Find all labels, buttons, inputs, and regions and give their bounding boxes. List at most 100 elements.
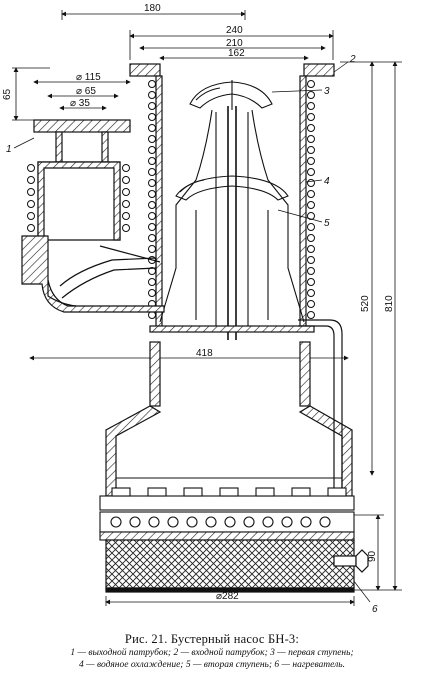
heater-fin [327,487,347,497]
coil-turn [148,157,156,165]
right-dimensions [340,61,402,591]
dim-210: 210 [226,38,243,49]
heater-coil [224,516,236,528]
dim-d35: ⌀ 35 [70,98,90,109]
coil-turn [148,91,156,99]
dim-520: 520 [360,295,371,312]
coil-turn [27,176,35,184]
coil-turn [148,190,156,198]
coil-turn [307,278,315,286]
callout-5: 5 [324,218,330,229]
base-dimension [105,596,355,606]
jet-cone [159,106,305,340]
first-stage [189,80,273,110]
heater-fin [255,487,275,497]
coil-turn [148,113,156,121]
coil-turn [148,289,156,297]
coil-turn [148,168,156,176]
coil-turn [307,135,315,143]
dim-65: 65 [2,88,13,100]
coil-turn [307,267,315,275]
coil-turn [307,300,315,308]
heater-coil [319,516,331,528]
coil-turn [27,164,35,172]
coil-turn [148,245,156,253]
coil-turn [27,212,35,220]
inlet-flange [129,63,335,77]
lower-body [29,319,353,497]
coil-turn [148,146,156,154]
dim-90: 90 [367,550,378,562]
dim-d282: ⌀282 [216,591,239,602]
dim-418: 418 [196,348,213,359]
top-dimensions [12,10,334,121]
upper-housing [155,75,307,332]
caption-legend: 1 — выходной патрубок; 2 — входной патру… [0,647,424,671]
figure-caption: Рис. 21. Бустерный насос БН-3: 1 — выход… [0,631,424,671]
second-stage [175,175,289,201]
dim-240: 240 [226,25,243,36]
coil-turn [122,176,130,184]
heater-coil [262,516,274,528]
legend-line-1: 1 — выходной патрубок; 2 — входной патру… [70,648,354,658]
callout-4: 4 [324,176,330,187]
coil-turn [122,212,130,220]
heater-coil [205,516,217,528]
dim-d65: ⌀ 65 [76,86,96,97]
coil-turn [307,289,315,297]
callout-6: 6 [372,604,378,615]
coil-turn [122,188,130,196]
coil-turn [148,212,156,220]
dim-d115: ⌀ 115 [76,72,101,83]
heater-fins [111,487,347,497]
coil-turn [148,223,156,231]
coil-turn [122,164,130,172]
heater-fin [183,487,203,497]
heater-coil [110,516,122,528]
heater-coils [110,516,331,528]
coil-turn [148,179,156,187]
coil-turn [148,102,156,110]
coil-turn [307,311,315,319]
coil-turn [307,91,315,99]
dim-162: 162 [228,48,245,59]
coil-turn [148,234,156,242]
heater-coil [281,516,293,528]
coil-turn [307,201,315,209]
water-cooling-coils [27,80,315,319]
dim-810: 810 [384,295,395,312]
coil-turn [122,200,130,208]
heater-fin [147,487,167,497]
coil-turn [307,146,315,154]
coil-turn [148,135,156,143]
coil-turn [307,223,315,231]
heater-coil [129,516,141,528]
heater-coil [243,516,255,528]
coil-turn [27,200,35,208]
heater-fin [111,487,131,497]
coil-turn [122,224,130,232]
coil-turn [148,80,156,88]
legend-line-2: 4 — водяное охлаждение; 5 — вторая ступе… [79,660,345,670]
coil-turn [307,245,315,253]
heater-fin [291,487,311,497]
coil-turn [307,113,315,121]
coil-turn [148,278,156,286]
heater-coil [186,516,198,528]
dim-180: 180 [144,3,161,14]
coil-turn [148,124,156,132]
heater-coil [167,516,179,528]
coil-turn [307,234,315,242]
coil-turn [307,157,315,165]
heater-coil [300,516,312,528]
heater-coil [148,516,160,528]
coil-turn [307,190,315,198]
coil-turn [148,267,156,275]
coil-turn [148,201,156,209]
coil-turn [307,124,315,132]
heater-grid [99,487,355,541]
coil-turn [307,80,315,88]
callout-2: 2 [349,54,356,65]
coil-turn [307,102,315,110]
coil-turn [27,224,35,232]
